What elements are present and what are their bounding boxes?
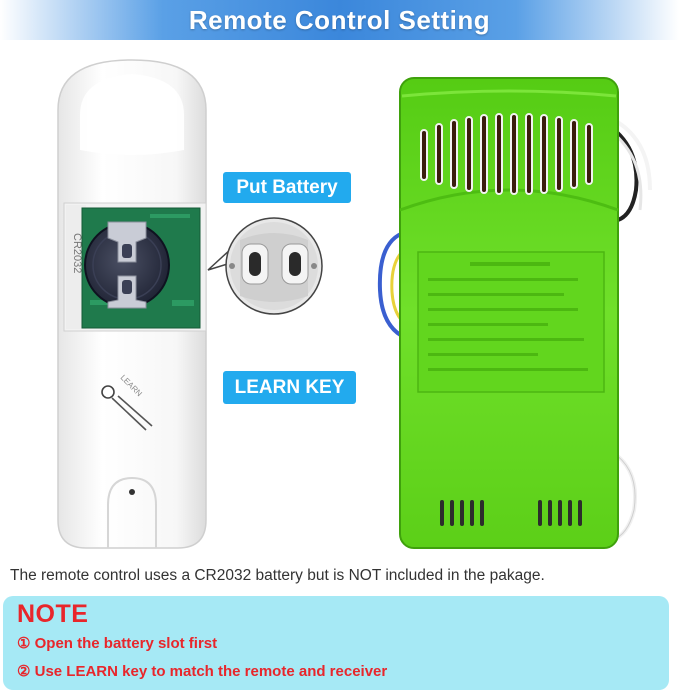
learn-key-callout: LEARN KEY (223, 371, 356, 404)
title-banner: Remote Control Setting (0, 0, 679, 40)
remote-control: CR2032 LEARN (57, 59, 207, 549)
battery-model-print: CR2032 (71, 233, 83, 273)
battery-caption: The remote control uses a CR2032 battery… (10, 567, 545, 584)
note-item-1: ① Open the battery slot first (17, 635, 218, 652)
put-battery-label: Put Battery (236, 176, 338, 198)
page-title: Remote Control Setting (188, 4, 491, 35)
learn-key-label: LEARN KEY (234, 376, 345, 398)
receiver-unit (377, 77, 652, 549)
note-item-2: ② Use LEARN key to match the remote and … (17, 663, 388, 680)
put-battery-callout: Put Battery (223, 172, 351, 203)
note-title: NOTE (17, 600, 89, 628)
product-illustration: CR2032 LEARN (57, 59, 652, 549)
battery-contact-zoom (207, 217, 323, 315)
note-box: NOTE ① Open the battery slot first ② Use… (3, 596, 669, 690)
